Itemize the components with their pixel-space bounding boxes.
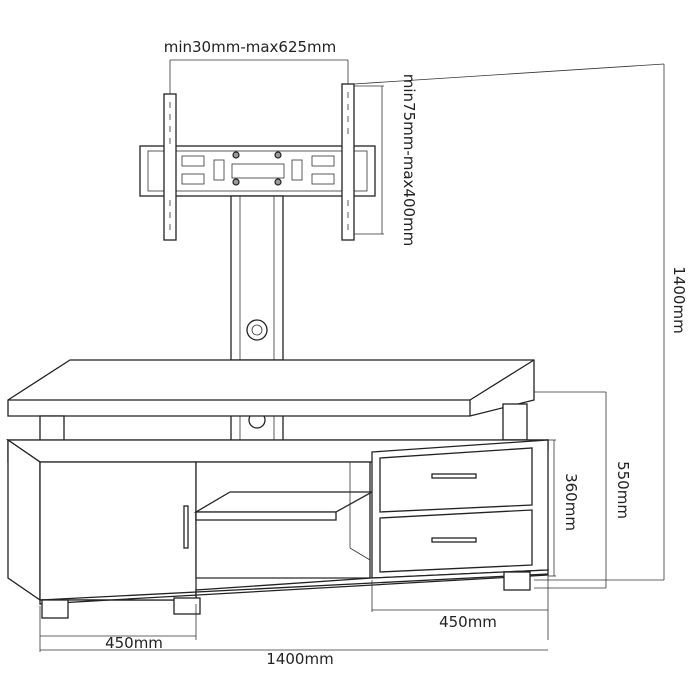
left-door-width-label: 450mm [105,634,163,652]
screw [274,178,282,186]
mount-plate [139,145,376,197]
cabinet-foot [41,599,69,619]
upper-drawer [379,447,533,513]
cabinet-foot [503,571,531,591]
plate-center-slot [231,163,285,179]
screw [274,151,282,159]
glass-top-shelf [7,359,535,463]
total-width-label: 1400mm [266,650,333,668]
tv-mount-bracket [139,83,376,241]
cabinet-height-label: 550mm [614,461,632,519]
plate-slot [311,173,335,185]
vesa-height-label: min75mm-max400mm [400,74,418,247]
right-drawer-width-label: 450mm [439,613,497,631]
cabinet-left-side [7,438,41,602]
vesa-width-label: min30mm-max625mm [164,38,337,56]
top-shelf-surface [7,359,535,417]
plate-slot [213,159,225,181]
cabinet [5,438,549,619]
cabinet-foot [173,597,201,615]
cable-hole-icon [246,319,268,341]
right-standoff [502,403,528,441]
plate-slot [311,155,335,167]
total-height-label: 1400mm [670,266,688,333]
plate-slot [291,159,303,181]
left-door [39,461,197,601]
plate-slot [181,173,205,185]
screw [232,178,240,186]
drawer-handle [431,537,477,543]
drawer-height-label: 360mm [562,473,580,531]
door-handle [183,505,189,549]
plate-slot [181,155,205,167]
screw [232,151,240,159]
drawer-handle [431,473,477,479]
mount-plate-inner [147,150,368,192]
dimension-lines [39,59,665,652]
